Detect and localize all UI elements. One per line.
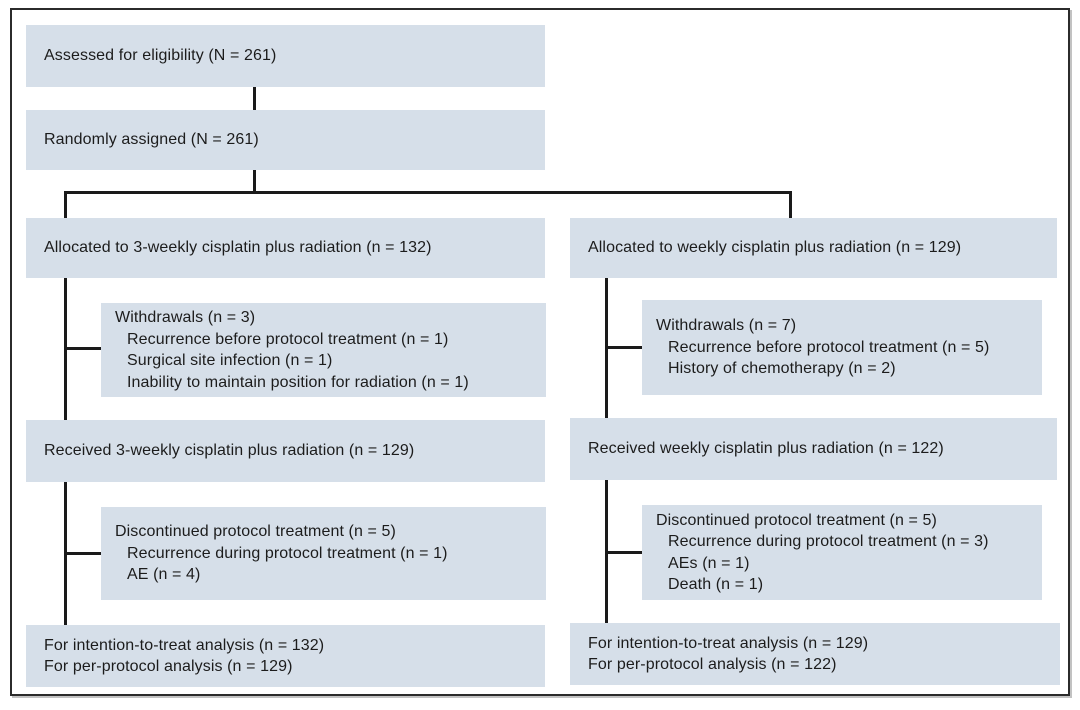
box-text: Withdrawals (n = 3) xyxy=(115,309,256,326)
box-text: Surgical site infection (n = 1) xyxy=(127,352,333,369)
box-withdrawals-3weekly: Withdrawals (n = 3) Recurrence before pr… xyxy=(101,303,546,397)
box-text: For intention-to-treat analysis (n = 132… xyxy=(44,636,325,654)
connector-left-withdrawals-branch xyxy=(64,347,102,350)
box-text: For per-protocol analysis (n = 122) xyxy=(588,656,837,673)
box-text: Received weekly cisplatin plus radiation… xyxy=(588,440,944,458)
box-text: Randomly assigned (N = 261) xyxy=(44,131,259,149)
box-discontinued-3weekly: Discontinued protocol treatment (n = 5) … xyxy=(101,507,546,600)
box-text: Inability to maintain position for radia… xyxy=(127,373,469,391)
connector-left-discontinued-branch xyxy=(64,552,102,555)
connector-randomized-stem xyxy=(253,169,256,194)
box-withdrawals-weekly: Withdrawals (n = 7) Recurrence before pr… xyxy=(642,300,1042,395)
connector-branch-right-drop xyxy=(789,191,792,219)
box-text: Death (n = 1) xyxy=(668,576,764,593)
box-received-3weekly: Received 3-weekly cisplatin plus radiati… xyxy=(26,420,545,482)
box-analysis-3weekly: For intention-to-treat analysis (n = 132… xyxy=(26,625,545,687)
box-text: Recurrence before protocol treatment (n … xyxy=(668,338,990,356)
box-text: Assessed for eligibility (N = 261) xyxy=(44,47,277,65)
box-received-weekly: Received weekly cisplatin plus radiation… xyxy=(570,418,1057,480)
box-randomly-assigned: Randomly assigned (N = 261) xyxy=(26,110,545,170)
box-text: Received 3-weekly cisplatin plus radiati… xyxy=(44,442,415,460)
box-allocated-3weekly: Allocated to 3-weekly cisplatin plus rad… xyxy=(26,218,545,278)
connector-branch-left-drop xyxy=(64,191,67,219)
box-text: Discontinued protocol treatment (n = 5) xyxy=(656,511,937,529)
connector-right-discontinued-branch xyxy=(605,551,643,554)
figure-border xyxy=(10,8,1070,696)
box-text: For per-protocol analysis (n = 129) xyxy=(44,658,293,675)
box-text: Discontinued protocol treatment (n = 5) xyxy=(115,523,396,541)
connector-branch-horizontal xyxy=(64,191,792,194)
box-text: Recurrence before protocol treatment (n … xyxy=(127,330,449,348)
box-text: AEs (n = 1) xyxy=(668,554,750,572)
box-text: History of chemotherapy (n = 2) xyxy=(668,360,896,378)
box-text: Allocated to weekly cisplatin plus radia… xyxy=(588,239,962,257)
box-text: AE (n = 4) xyxy=(127,566,201,584)
box-allocated-weekly: Allocated to weekly cisplatin plus radia… xyxy=(570,218,1057,278)
box-analysis-weekly: For intention-to-treat analysis (n = 129… xyxy=(570,623,1060,685)
connector-assessed-to-randomized xyxy=(253,86,256,111)
box-assessed-for-eligibility: Assessed for eligibility (N = 261) xyxy=(26,25,545,87)
connector-right-withdrawals-branch xyxy=(605,346,643,349)
box-discontinued-weekly: Discontinued protocol treatment (n = 5) … xyxy=(642,505,1042,600)
box-text: Recurrence during protocol treatment (n … xyxy=(127,544,448,562)
box-text: Recurrence during protocol treatment (n … xyxy=(668,533,989,550)
box-text: Allocated to 3-weekly cisplatin plus rad… xyxy=(44,239,432,257)
box-text: Withdrawals (n = 7) xyxy=(656,317,797,335)
box-text: For intention-to-treat analysis (n = 129… xyxy=(588,634,869,652)
